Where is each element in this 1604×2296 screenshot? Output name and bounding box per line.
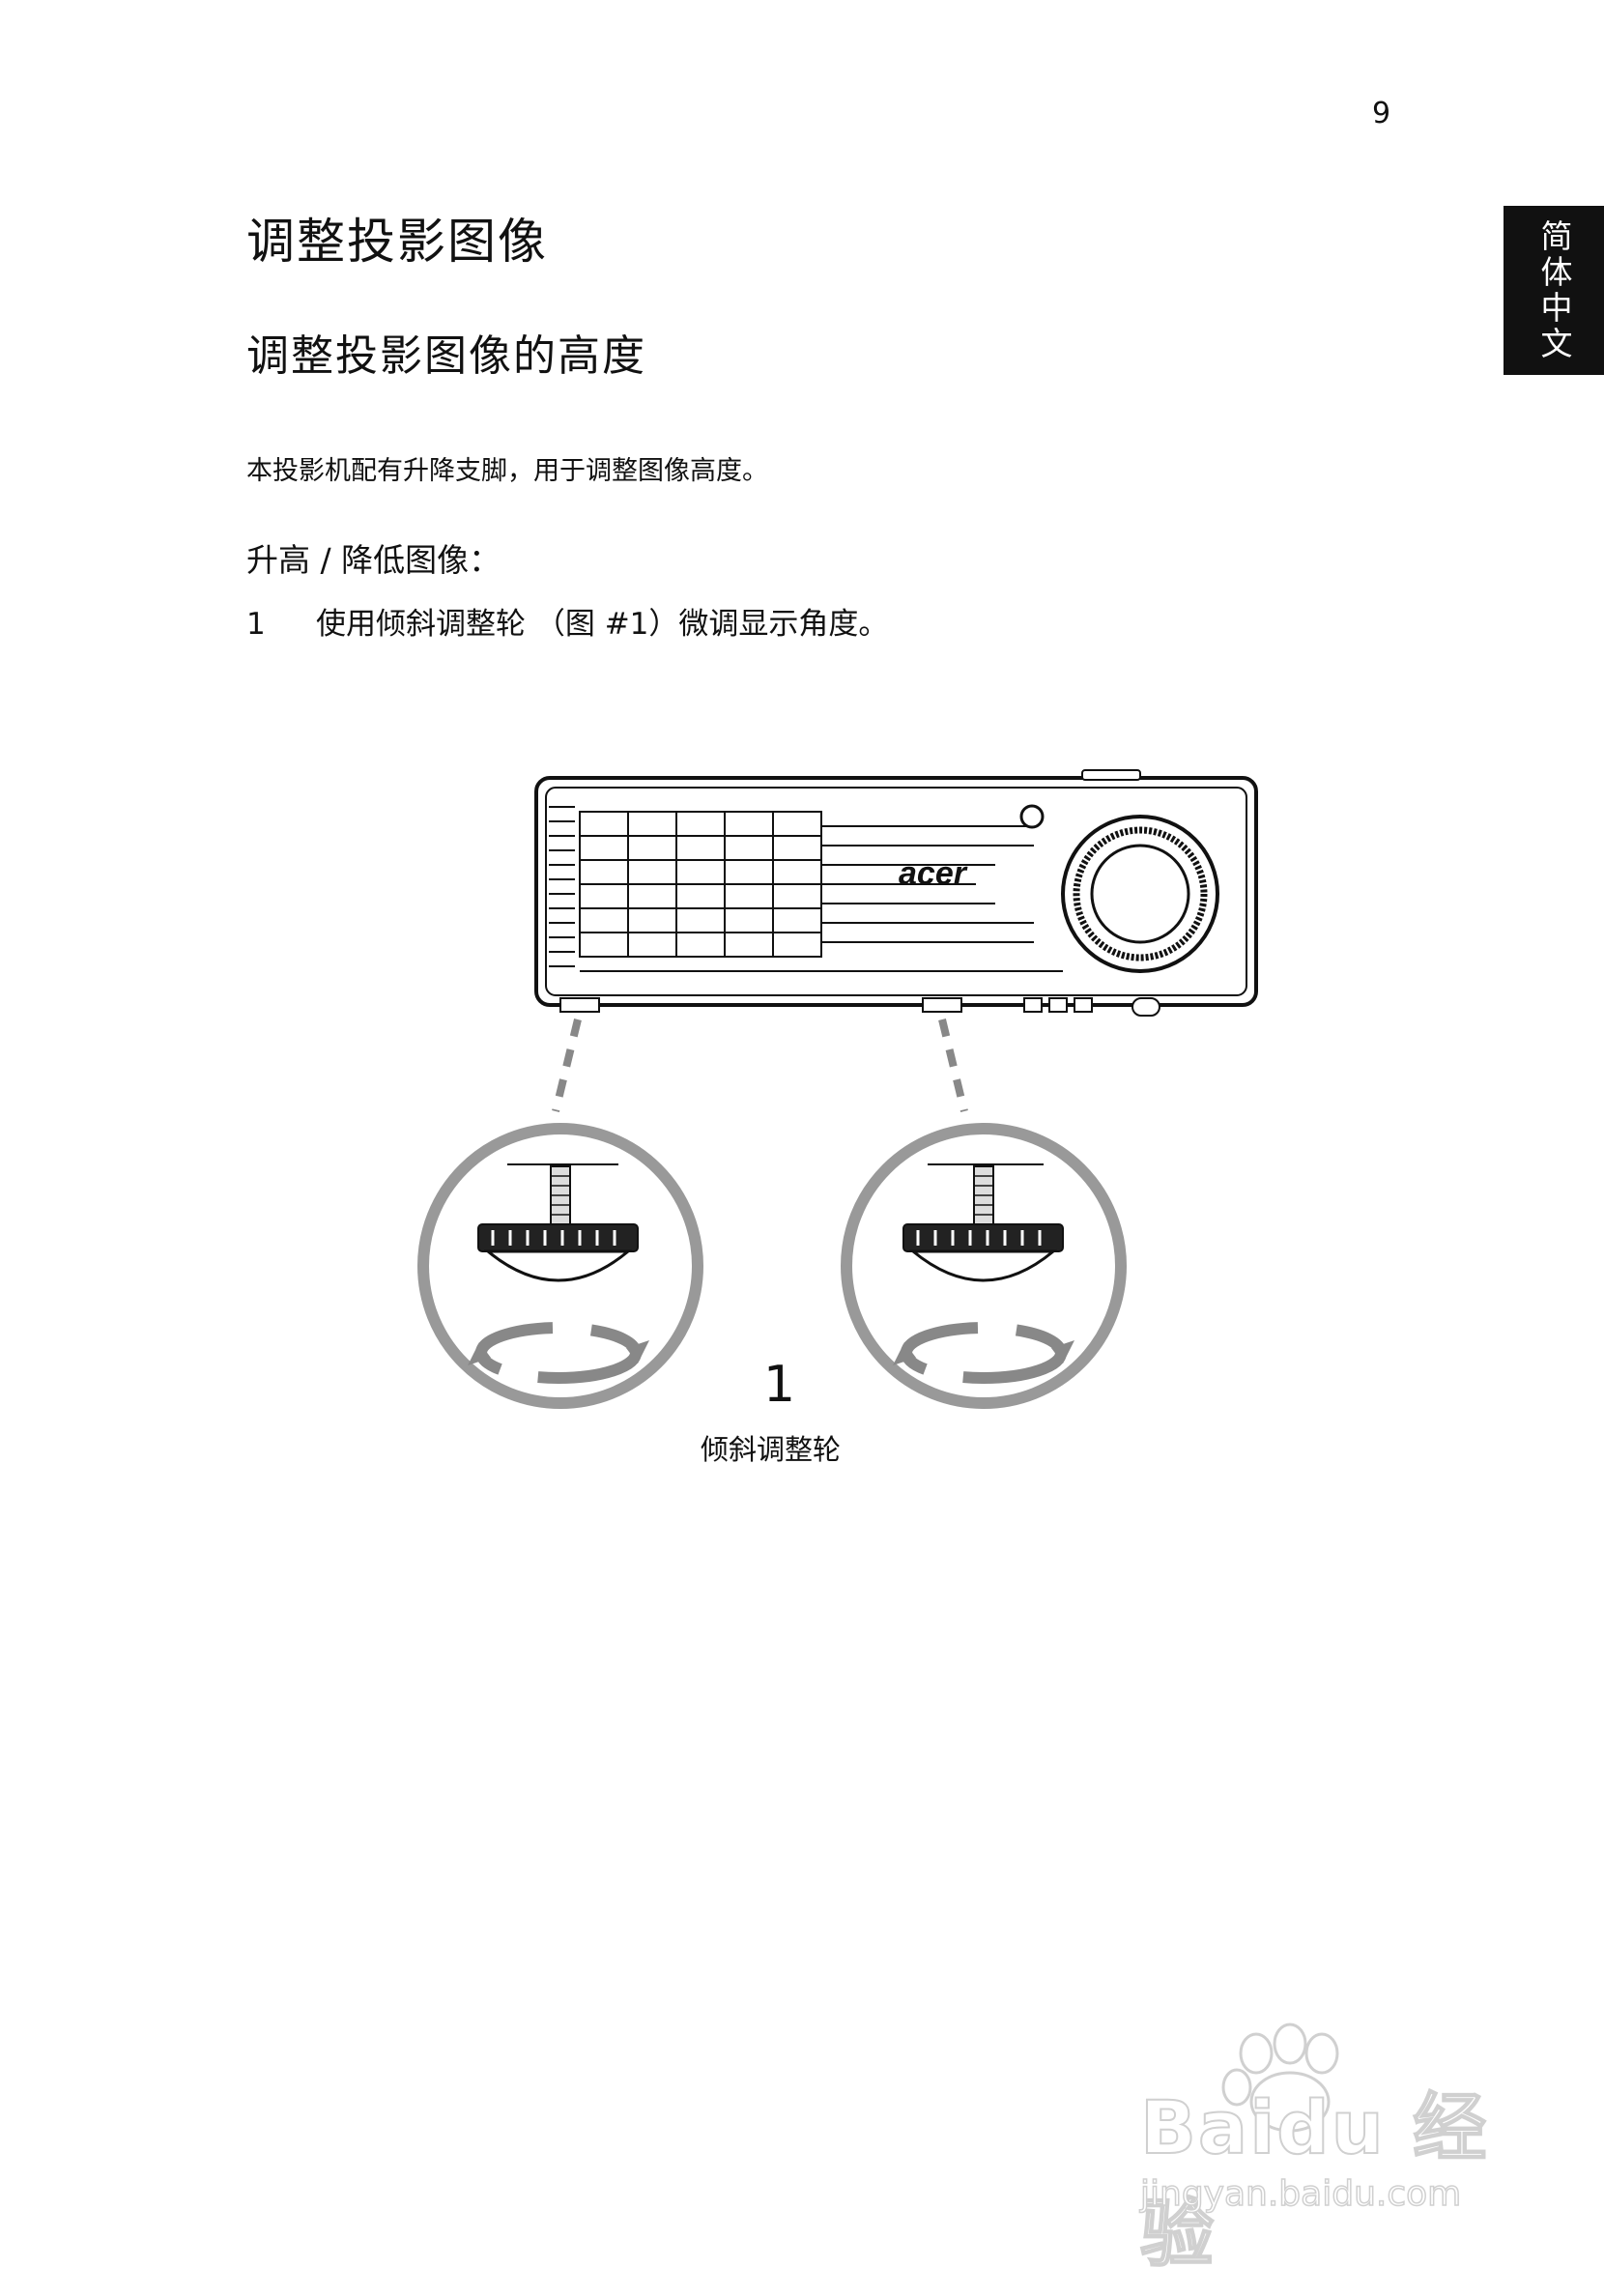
bottom-controls bbox=[559, 997, 1160, 1017]
baidu-watermark: Baidu 经验 jingyan.baidu.com bbox=[1111, 2010, 1517, 2278]
language-tab: 简体中文 bbox=[1504, 206, 1604, 375]
lens bbox=[1061, 815, 1219, 973]
acer-logo: acer bbox=[899, 855, 968, 892]
tilt-wheel-detail-left bbox=[417, 1123, 703, 1409]
front-grille bbox=[579, 811, 1063, 972]
watermark-url: jingyan.baidu.com bbox=[1139, 2173, 1462, 2215]
paw-icon bbox=[1221, 2023, 1339, 2133]
leader-lines bbox=[552, 1019, 968, 1112]
projector-figure: acer bbox=[406, 749, 1275, 1483]
ir-sensor bbox=[1019, 804, 1045, 829]
step-item: 1 使用倾斜调整轮 （图 #1）微调显示角度。 bbox=[246, 599, 888, 643]
procedure-heading: 升高 / 降低图像： bbox=[246, 541, 501, 579]
tilt-wheel-detail-right bbox=[841, 1123, 1127, 1409]
side-vent bbox=[549, 806, 575, 967]
step-number: 1 bbox=[246, 607, 266, 642]
figure-callout-number: 1 bbox=[763, 1356, 796, 1414]
intro-paragraph: 本投影机配有升降支脚，用于调整图像高度。 bbox=[246, 456, 768, 486]
page-title: 调整投影图像 bbox=[246, 214, 548, 270]
projector-illustration: acer bbox=[417, 769, 1258, 1409]
figure-callout-label: 倾斜调整轮 bbox=[701, 1433, 842, 1466]
watermark-logo-text: Baidu 经验 bbox=[1139, 2083, 1489, 2278]
section-title: 调整投影图像的高度 bbox=[246, 331, 646, 381]
page-number: 9 bbox=[1372, 97, 1391, 130]
language-tab-label: 简体中文 bbox=[1535, 218, 1573, 362]
step-text: 使用倾斜调整轮 （图 #1）微调显示角度。 bbox=[316, 607, 889, 642]
